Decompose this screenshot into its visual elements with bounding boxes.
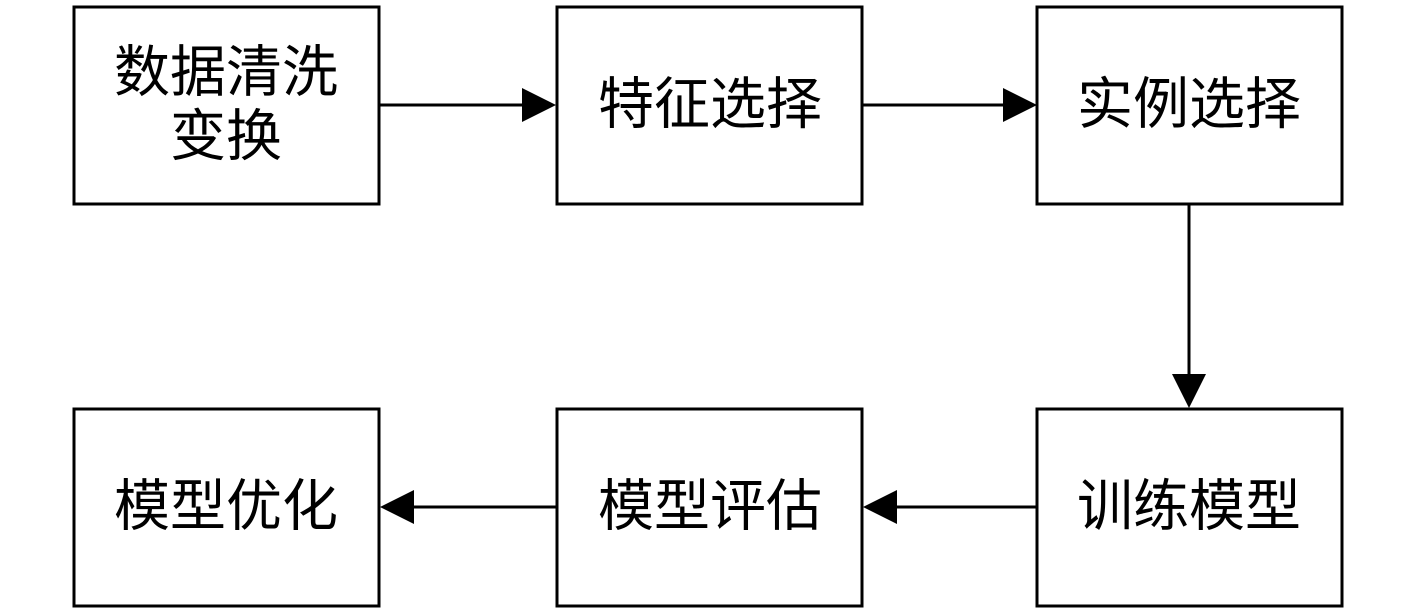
node-box — [555, 407, 864, 608]
node-box — [1035, 407, 1344, 608]
node-label: 模型优化 — [114, 475, 338, 540]
node-feature-selection: 特征选择 — [555, 5, 864, 206]
node-label-line-2: 变换 — [170, 105, 282, 170]
node-label: 特征选择 — [598, 73, 822, 138]
nodes: 数据清洗 变换 特征选择 实例选择 训练模型 模型评估 模型优化 — [72, 5, 1344, 608]
arrow-head — [1003, 88, 1037, 122]
edge-evaluate-to-optimize — [380, 490, 557, 524]
arrow-head — [863, 490, 897, 524]
arrow-head — [380, 490, 414, 524]
node-instance-selection: 实例选择 — [1035, 5, 1344, 206]
arrow-head — [522, 88, 556, 122]
node-label: 实例选择 — [1077, 73, 1301, 138]
edge-feature-to-instance — [863, 88, 1037, 122]
node-box — [72, 407, 381, 608]
edges — [380, 88, 1206, 524]
arrow-head — [1172, 374, 1206, 408]
node-model-optimization: 模型优化 — [72, 407, 381, 608]
node-label: 训练模型 — [1077, 475, 1301, 540]
edge-instance-to-train — [1172, 204, 1206, 408]
node-box — [72, 5, 381, 206]
edge-train-to-evaluate — [863, 490, 1036, 524]
node-model-evaluation: 模型评估 — [555, 407, 864, 608]
node-box — [555, 5, 864, 206]
node-data-cleaning: 数据清洗 变换 — [72, 5, 381, 206]
node-label-line-1: 数据清洗 — [114, 41, 338, 106]
node-label: 模型评估 — [598, 475, 822, 540]
node-box — [1035, 5, 1344, 206]
edge-clean-to-feature — [380, 88, 556, 122]
node-train-model: 训练模型 — [1035, 407, 1344, 608]
